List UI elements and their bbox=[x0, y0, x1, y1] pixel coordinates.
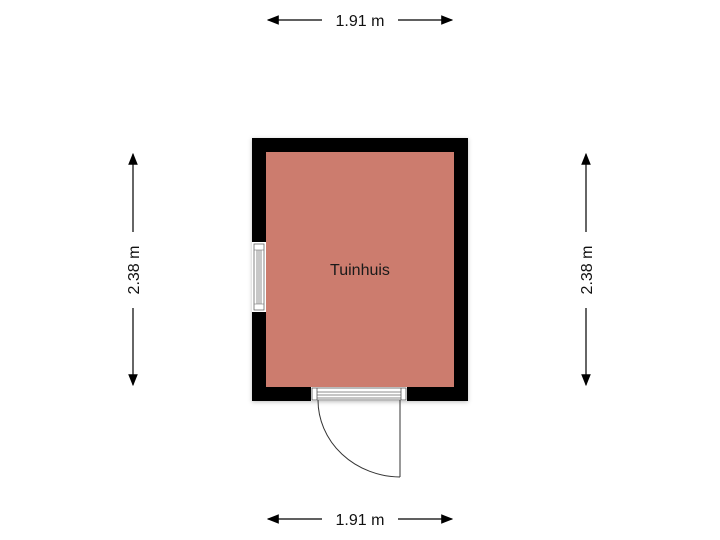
dimension-top: 1.91 m bbox=[266, 13, 454, 30]
window-left bbox=[252, 242, 266, 312]
door-swing-arc bbox=[317, 399, 401, 478]
dimension-bottom-label: 1.91 m bbox=[336, 512, 385, 529]
dimension-top-label: 1.91 m bbox=[336, 13, 385, 30]
door-bottom bbox=[311, 387, 407, 478]
room-tuinhuis: Tuinhuis bbox=[252, 138, 468, 478]
dimension-left: 2.38 m bbox=[126, 152, 143, 387]
room-label: Tuinhuis bbox=[330, 262, 390, 279]
dimension-left-label: 2.38 m bbox=[126, 246, 143, 295]
room-floor bbox=[266, 152, 454, 387]
dimension-right-label: 2.38 m bbox=[579, 246, 596, 295]
dimension-right: 2.38 m bbox=[579, 152, 596, 387]
dimension-bottom: 1.91 m bbox=[266, 512, 454, 529]
